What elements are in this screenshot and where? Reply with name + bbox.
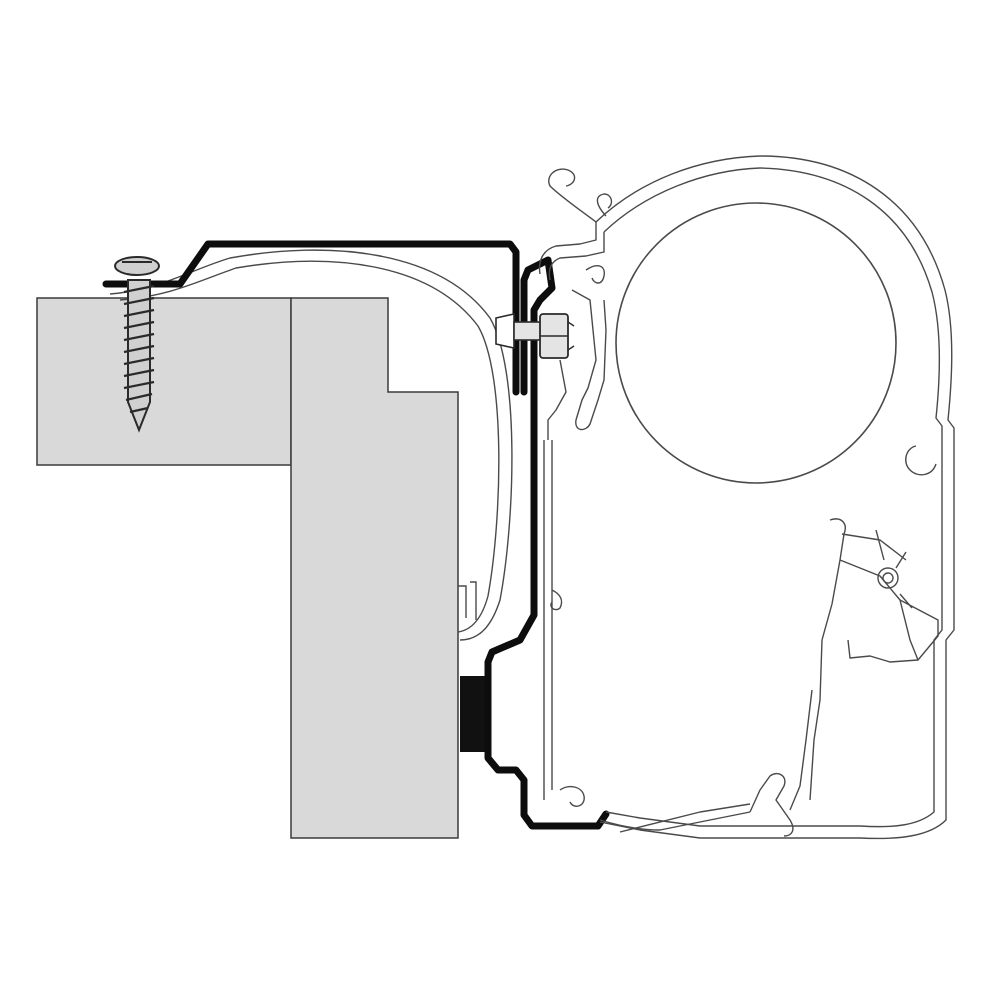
- screw-thread: [123, 284, 155, 414]
- pivot-pin: [877, 567, 899, 589]
- screw: [114, 256, 160, 433]
- bolt-head: [495, 313, 515, 349]
- wall-section: [36, 297, 459, 839]
- cassette-outer-shell: [595, 155, 955, 840]
- top-hook: [548, 168, 613, 223]
- awning-cassette-profile: [538, 155, 955, 840]
- bolt: [495, 313, 575, 359]
- front-channel: [571, 265, 607, 431]
- rubber-pad: [460, 676, 486, 752]
- roof-block: [36, 297, 292, 466]
- side-hook: [905, 445, 937, 476]
- screw-shank: [127, 279, 151, 433]
- existing-rail-profile: [109, 249, 513, 641]
- bottom-latch: [749, 772, 794, 837]
- bottom-lip: [559, 785, 751, 831]
- fabric-roller: [615, 202, 897, 484]
- side-wall-block: [290, 297, 459, 839]
- screw-head: [114, 256, 160, 276]
- adapter-bracket: [102, 240, 610, 830]
